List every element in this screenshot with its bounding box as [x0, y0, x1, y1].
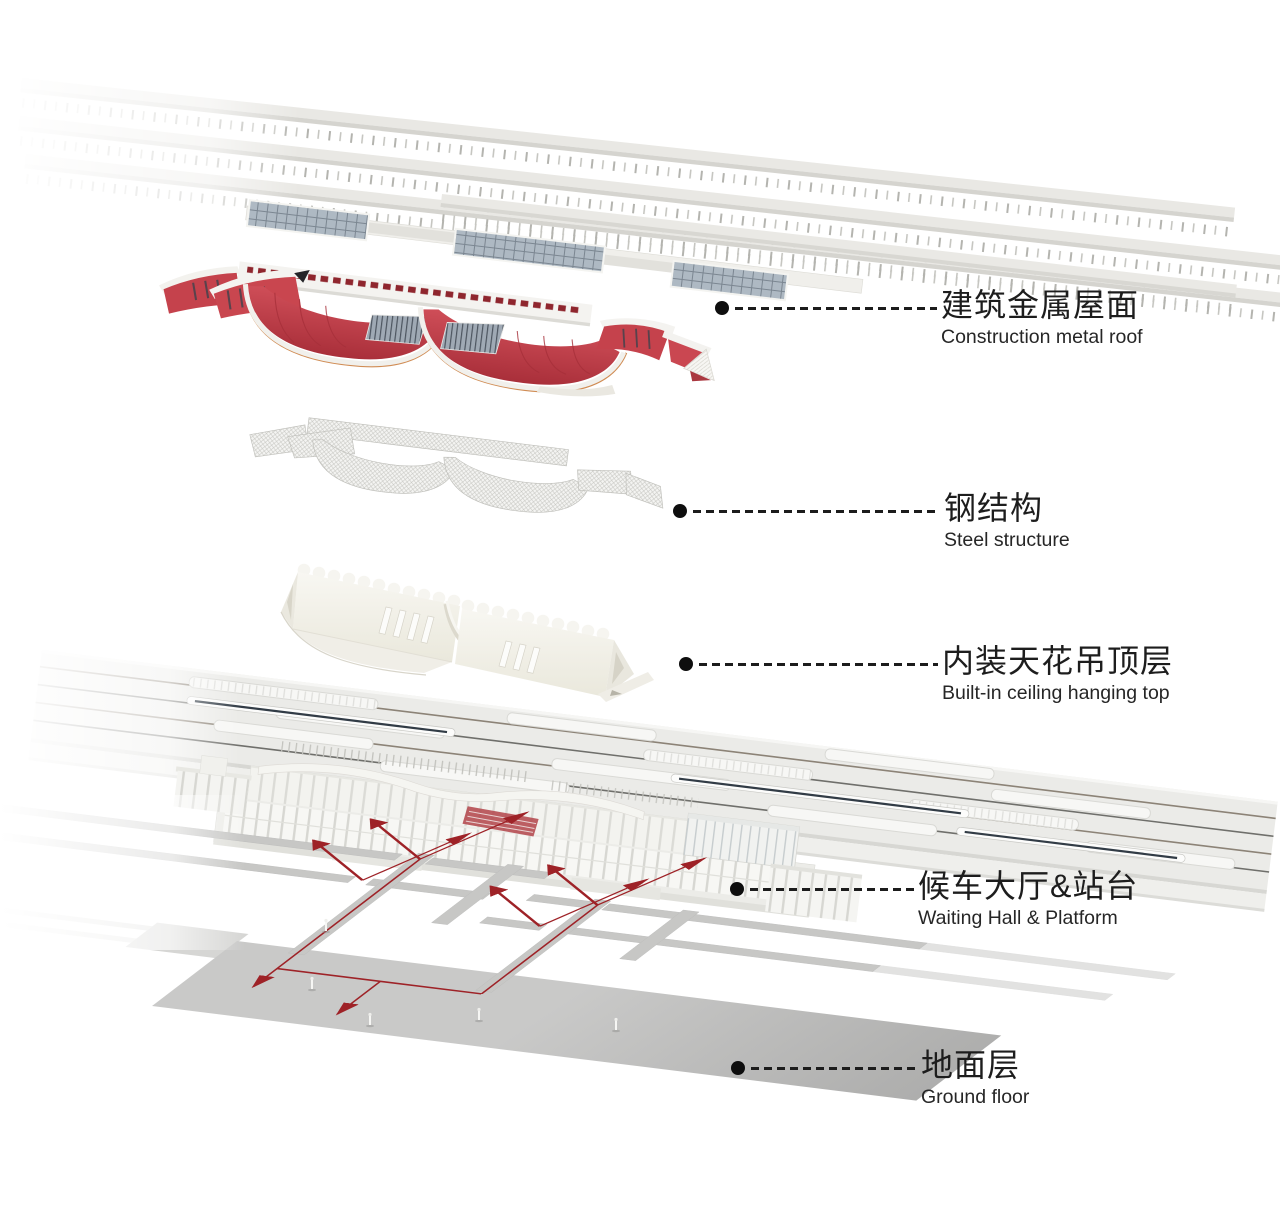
label-en: Ground floor	[921, 1085, 1030, 1108]
walkway-glass-panels	[245, 199, 790, 302]
label-zh: 建筑金属屋面	[941, 287, 1140, 323]
leader-dashed-line	[751, 1066, 917, 1070]
label-construction-metal-roof: 建筑金属屋面 Construction metal roof	[715, 287, 1143, 349]
circulation-flow-lines	[251, 811, 708, 1016]
ceiling-layer	[280, 563, 654, 702]
label-zh: 候车大厅&站台	[918, 868, 1139, 904]
label-zh: 钢结构	[944, 490, 1044, 526]
label-zh: 地面层	[921, 1047, 1021, 1083]
label-ground-floor: 地面层 Ground floor	[731, 1047, 1030, 1109]
leader-dot	[715, 301, 729, 315]
leader-dot	[730, 882, 744, 896]
pedestrian-walkway	[245, 199, 864, 302]
leader-dot	[679, 657, 693, 671]
steel-structure-layer	[249, 417, 664, 513]
leader-dashed-line	[735, 306, 937, 310]
leader-dashed-line	[699, 662, 938, 666]
label-ceiling: 内装天花吊顶层 Built-in ceiling hanging top	[679, 643, 1173, 705]
label-steel-structure: 钢结构 Steel structure	[673, 490, 1070, 552]
label-en: Steel structure	[944, 528, 1070, 551]
label-waiting-hall-platform: 候车大厅&站台 Waiting Hall & Platform	[730, 868, 1138, 930]
construction-metal-roof-layer	[158, 261, 715, 397]
leader-dot	[731, 1061, 745, 1075]
label-en: Waiting Hall & Platform	[918, 906, 1118, 929]
platform-canopies	[0, 60, 1280, 340]
leader-dot	[673, 504, 687, 518]
leader-dashed-line	[750, 887, 914, 891]
trains	[186, 696, 1186, 863]
people-figures	[308, 918, 620, 1033]
waiting-hall-model	[173, 741, 863, 923]
label-zh: 内装天花吊顶层	[942, 643, 1174, 679]
label-en: Construction metal roof	[941, 325, 1143, 348]
leader-dashed-line	[693, 509, 940, 513]
label-en: Built-in ceiling hanging top	[942, 681, 1170, 704]
